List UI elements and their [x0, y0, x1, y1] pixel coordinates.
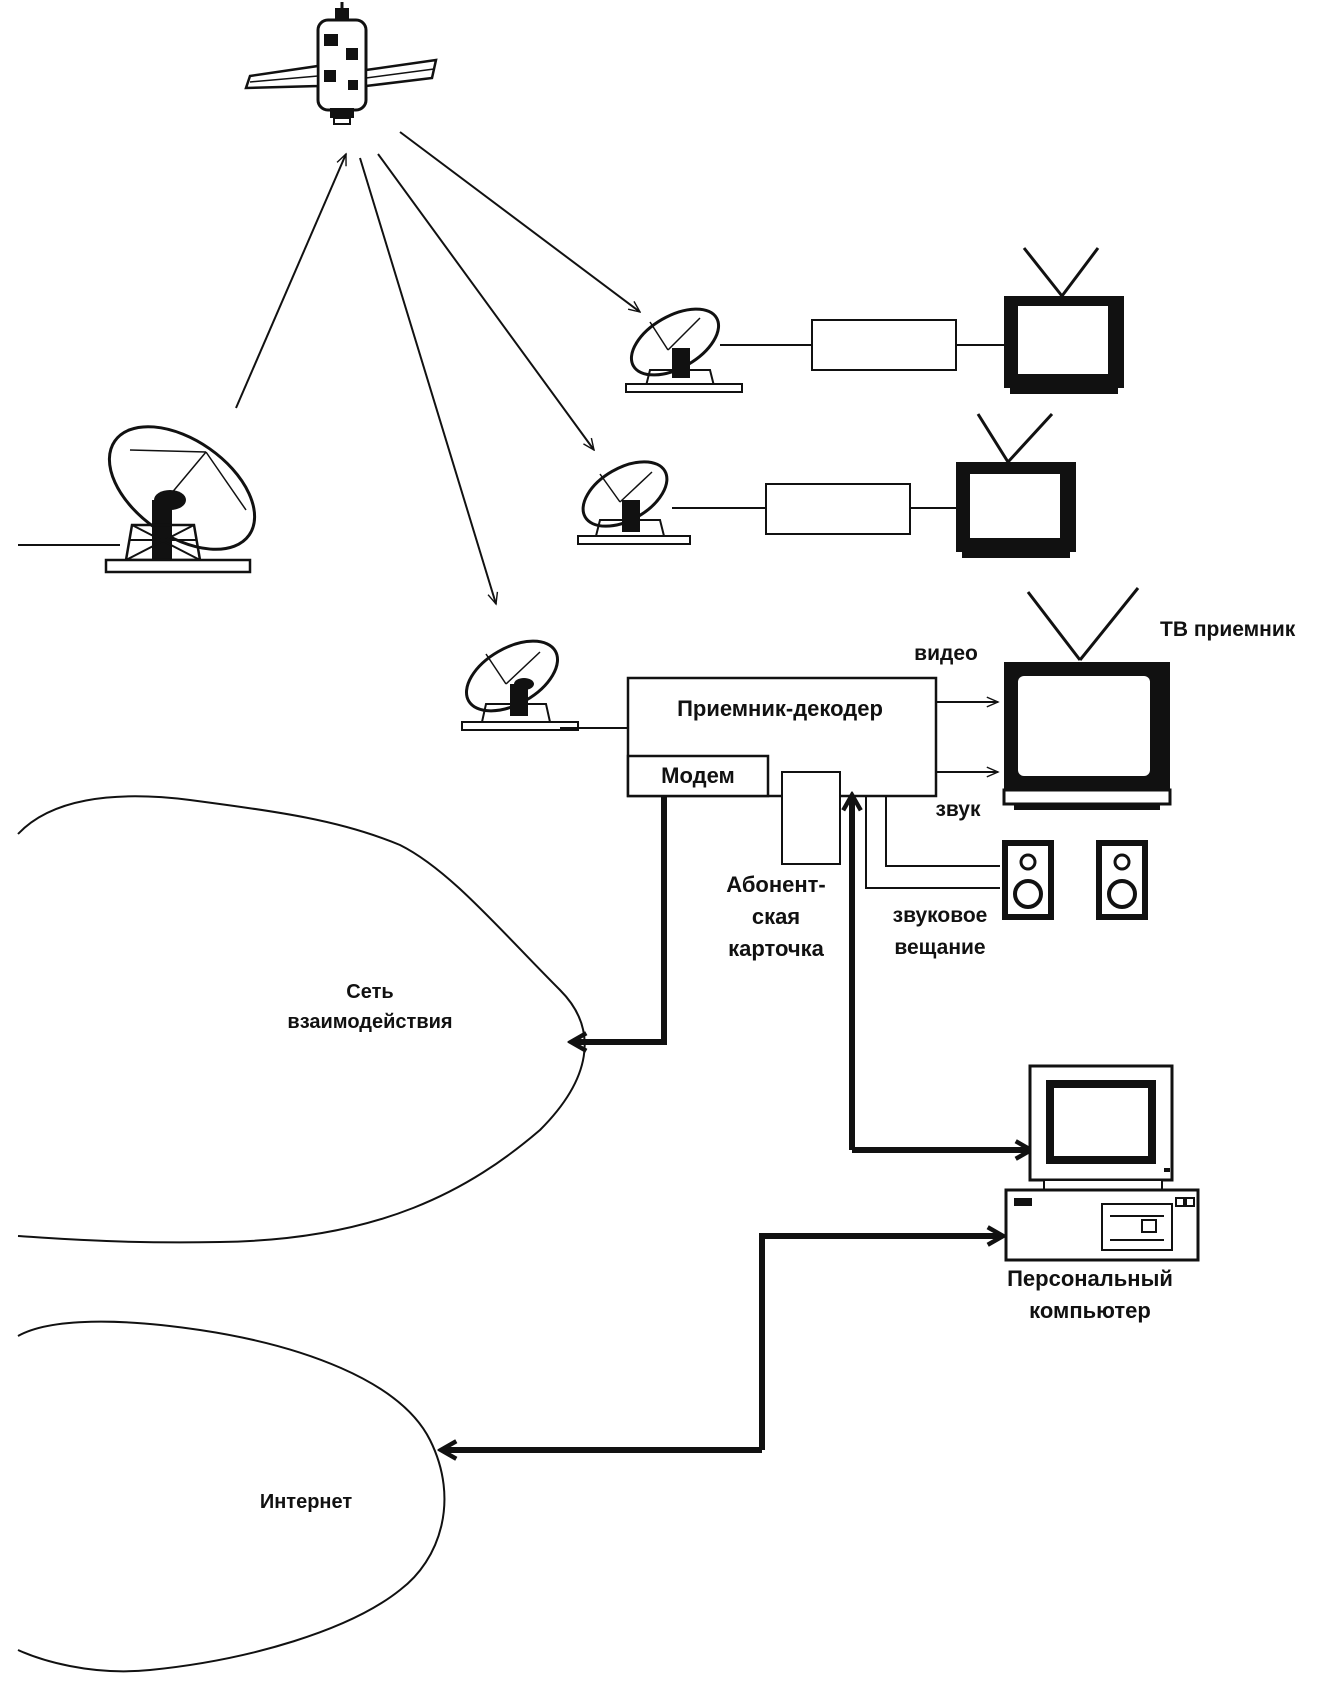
- receiver-box-2: [765, 483, 911, 535]
- modem-label: Модем: [661, 763, 735, 788]
- tv-receiver-label: ТВ приемник: [1160, 618, 1296, 641]
- subscriber-card: [781, 771, 841, 865]
- decoder-label: Приемник-декодер: [677, 696, 883, 721]
- speaker-icon: [1002, 840, 1054, 920]
- tv-icon: [956, 412, 1076, 558]
- receive-dish-icon: [625, 307, 743, 393]
- downlink-arrow-1: [399, 131, 640, 312]
- card-label-line2: ская: [752, 904, 800, 929]
- internet-cloud: [17, 1320, 446, 1673]
- audio-broadcast-label-line1: звуковое: [893, 904, 988, 927]
- receiver-box-1: [811, 319, 957, 371]
- audio-output-line: [885, 796, 1000, 867]
- pc-label-line1: Персональный: [1007, 1266, 1173, 1291]
- speaker-icon: [1096, 840, 1148, 920]
- network-label-line1: Сеть: [346, 981, 393, 1003]
- downlink-arrow-3: [359, 157, 496, 604]
- tv-icon: [1004, 247, 1124, 394]
- downlink-arrow-2: [377, 153, 594, 450]
- uplink-arrow: [235, 154, 347, 409]
- audio-broadcast-label-line2: вещание: [894, 936, 985, 959]
- receive-dish-icon: [577, 460, 691, 545]
- sound-label: звук: [935, 798, 981, 821]
- card-label-line3: карточка: [728, 936, 825, 961]
- uplink-dish-icon: [18, 425, 257, 574]
- satellite-icon: [244, 2, 438, 125]
- internet-to-pc-arrow: [759, 1236, 1002, 1450]
- video-label: видео: [914, 642, 978, 665]
- internet-label: Интернет: [260, 1491, 353, 1513]
- interaction-network-cloud: [17, 795, 586, 1244]
- pc-label-line2: компьютер: [1029, 1298, 1151, 1323]
- tv-icon: [1002, 587, 1172, 810]
- receive-dish-icon: [461, 639, 579, 731]
- audio-output-line: [865, 796, 1000, 889]
- card-label-line1: Абонент-: [726, 872, 826, 897]
- modem-block: [626, 754, 770, 798]
- network-label-line2: взаимодействия: [287, 1011, 452, 1033]
- modem-to-network-arrow: [572, 796, 667, 1042]
- personal-computer-icon: [1004, 1064, 1200, 1262]
